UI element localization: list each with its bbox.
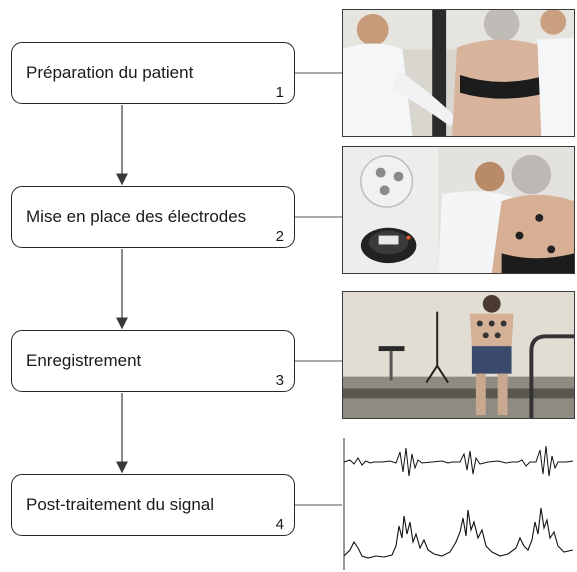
walking-recording-photo-icon: [342, 291, 575, 419]
step-box-3: Enregistrement 3: [11, 330, 295, 392]
step-number: 2: [275, 228, 284, 245]
emg-signal-plot-icon: [342, 438, 575, 570]
step-box-2: Mise en place des électrodes 2: [11, 186, 295, 248]
step-box-4: Post-traitement du signal 4: [11, 474, 295, 536]
step-label: Enregistrement: [26, 351, 142, 370]
step-number: 1: [275, 84, 284, 101]
step-label: Mise en place des électrodes: [26, 207, 247, 226]
step-label: Préparation du patient: [26, 63, 194, 82]
step-box-1: Préparation du patient 1: [11, 42, 295, 104]
step-number: 3: [275, 372, 284, 389]
step-number: 4: [275, 516, 284, 533]
step-label: Post-traitement du signal: [26, 495, 215, 514]
patient-preparation-photo-icon: [342, 9, 575, 137]
electrode-placement-photo-icon: [342, 146, 575, 274]
